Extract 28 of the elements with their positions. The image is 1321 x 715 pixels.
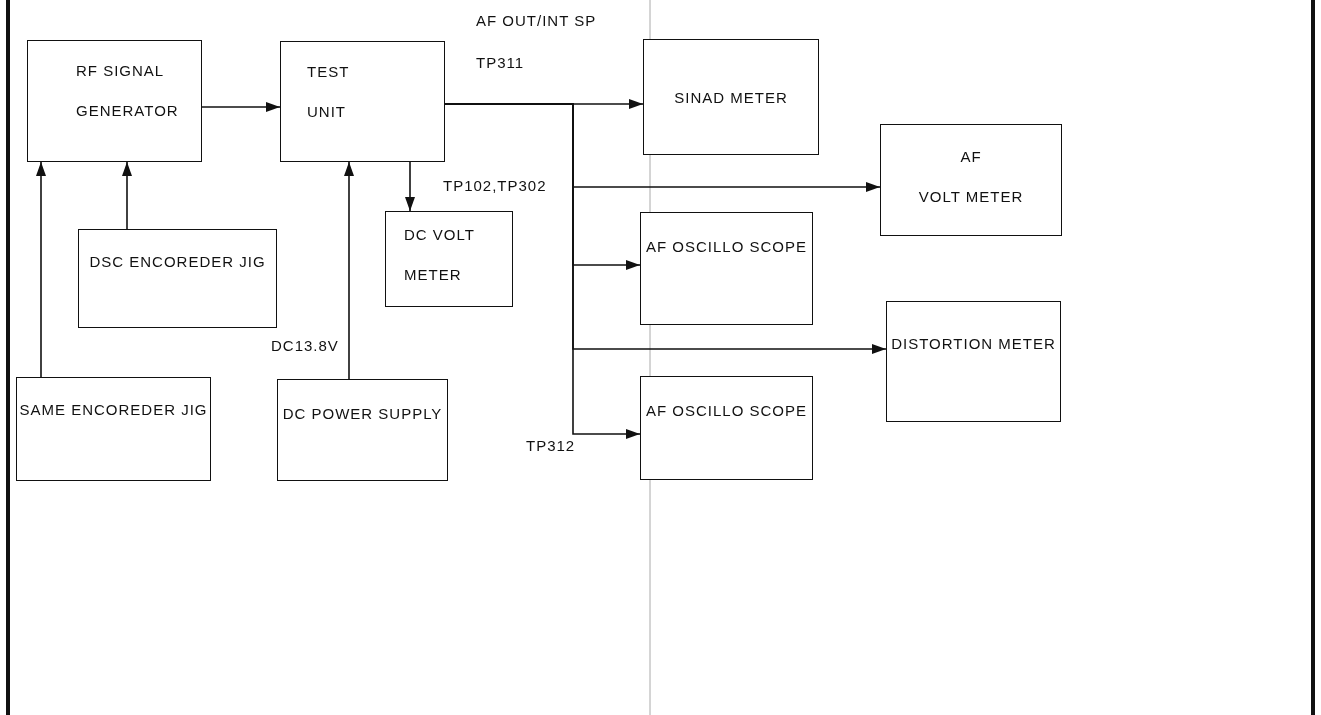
equipment-label: VOLT METER	[917, 187, 1025, 207]
equipment-label: TEST UNIT	[307, 62, 351, 122]
equipment-box	[643, 39, 819, 155]
equipment-label: DC POWER SUPPLY	[281, 404, 444, 424]
equipment-label: SAME ENCOREDER JIG	[18, 400, 209, 420]
equipment-box	[280, 41, 445, 162]
equipment-label: SINAD METER	[673, 88, 789, 108]
equipment-label: RF SIGNAL GENERATOR	[76, 61, 180, 121]
equipment-label: AF OSCILLO SCOPE	[644, 237, 808, 257]
equipment-label: DSC ENCOREDER JIG	[88, 252, 267, 272]
equipment-label: DC VOLT METER	[404, 225, 476, 285]
equipment-label: AF	[959, 147, 983, 167]
equipment-box	[886, 301, 1061, 422]
signal-arrow	[405, 161, 415, 212]
equipment-box	[27, 40, 202, 162]
equipment-box	[640, 376, 813, 480]
equipment-box	[78, 229, 277, 328]
equipment-box	[880, 124, 1062, 236]
signal-arrow	[201, 102, 281, 112]
equipment-box	[277, 379, 448, 481]
equipment-label: AF OSCILLO SCOPE	[644, 401, 808, 421]
signal-arrow	[122, 161, 132, 230]
equipment-box	[385, 211, 513, 307]
signal-arrow	[344, 161, 354, 380]
equipment-label: DISTORTION METER	[890, 334, 1057, 354]
signal-arrow	[36, 161, 46, 378]
equipment-box	[16, 377, 211, 481]
equipment-box	[640, 212, 813, 325]
